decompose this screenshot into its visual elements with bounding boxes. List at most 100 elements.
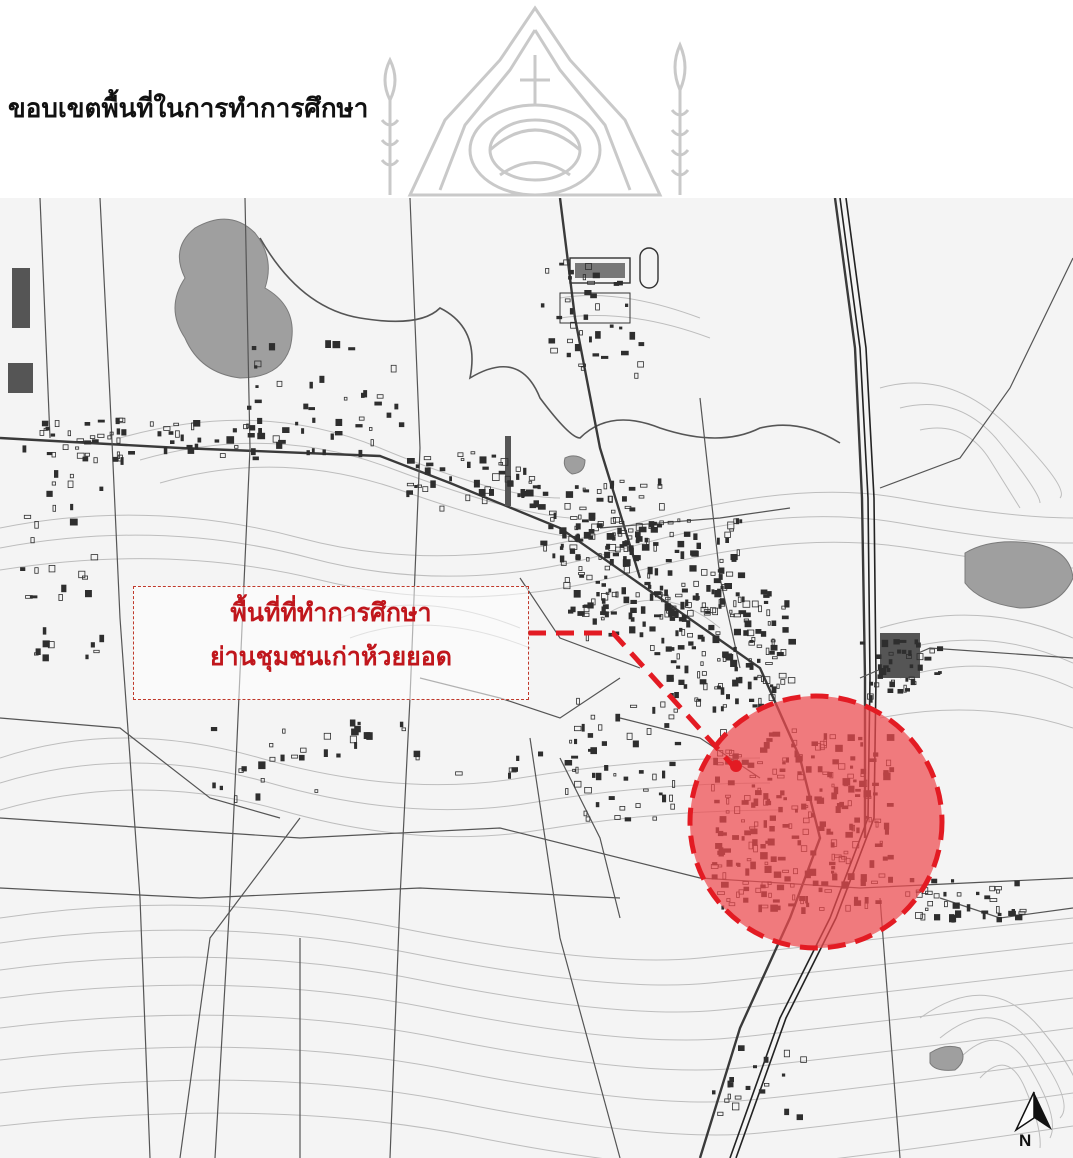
house-marker [669,616,676,621]
house-marker [219,453,226,458]
house-marker [874,682,880,688]
house-marker [559,262,564,266]
house-marker [22,445,27,453]
house-marker [787,677,796,684]
house-marker [565,491,574,498]
house-marker [674,610,679,618]
house-marker [628,545,634,552]
house-marker [335,418,343,427]
house-marker [363,732,371,739]
house-marker [309,381,313,389]
house-marker [1018,911,1026,915]
house-marker [607,495,613,502]
house-marker [639,632,644,638]
house-marker [690,550,698,556]
house-marker [386,412,392,418]
house-marker [646,728,652,735]
house-marker [540,303,545,308]
house-marker [601,583,607,587]
house-marker [681,582,686,587]
house-marker [725,537,730,544]
house-marker [893,639,900,645]
house-marker [649,593,654,601]
house-marker [311,448,315,453]
house-marker [336,753,341,758]
house-marker [632,740,639,748]
house-marker [175,430,180,438]
house-marker [401,727,406,732]
house-marker [658,792,663,796]
house-marker [115,417,124,423]
house-marker [669,761,676,767]
house-marker [562,533,567,539]
house-marker [556,315,563,320]
house-marker [351,728,359,736]
house-marker [553,512,557,519]
north-arrow-icon [1014,1091,1052,1133]
house-marker [597,520,604,527]
house-marker [430,480,436,488]
river-line [259,237,841,444]
house-marker [659,585,664,591]
house-marker [642,621,646,627]
house-marker [720,687,725,695]
house-marker [76,452,85,459]
house-marker [39,429,45,436]
house-marker [116,437,121,444]
house-marker [212,782,216,789]
house-marker [688,641,694,646]
house-marker [924,656,932,661]
house-marker [667,520,674,525]
house-marker [765,661,773,665]
house-marker [564,760,573,766]
house-marker [243,424,249,430]
house-marker [47,641,55,649]
house-marker [583,810,588,817]
house-marker [761,675,765,682]
house-marker [719,558,724,563]
topographic-map: พื้นที่ที่ทำการศึกษา ย่านชุมชนเก่าห้วยยอ… [0,198,1073,1158]
house-marker [751,636,756,642]
house-marker [771,686,777,694]
house-marker [358,416,365,421]
house-marker [550,347,558,354]
house-marker [727,1082,734,1088]
house-marker [439,467,446,472]
house-marker [577,611,585,616]
house-marker [698,698,702,702]
house-marker [128,450,135,455]
house-marker [568,535,576,542]
house-marker [776,651,784,657]
house-marker [886,667,891,672]
house-marker [677,540,685,548]
house-marker [596,523,603,528]
house-marker [58,593,63,601]
house-marker [295,421,299,426]
house-marker [30,537,35,544]
house-marker [915,912,923,919]
house-marker [90,554,99,561]
house-marker [672,605,677,610]
house-marker [62,444,69,451]
house-marker [568,609,574,614]
house-marker [696,542,702,550]
house-marker [763,1056,769,1063]
house-marker [349,719,356,727]
house-marker [500,458,509,466]
house-marker [701,651,706,657]
house-marker [605,591,610,595]
house-marker [628,486,636,491]
house-marker [78,570,86,579]
house-marker [282,427,290,434]
house-marker [644,537,649,543]
house-marker [246,405,252,410]
house-marker [45,426,50,431]
house-marker [996,906,1000,914]
house-marker [956,892,962,897]
house-marker [234,445,239,449]
house-marker [659,503,665,511]
house-marker [358,449,363,458]
house-marker [675,630,679,637]
house-marker [595,580,600,584]
house-marker [426,462,434,467]
